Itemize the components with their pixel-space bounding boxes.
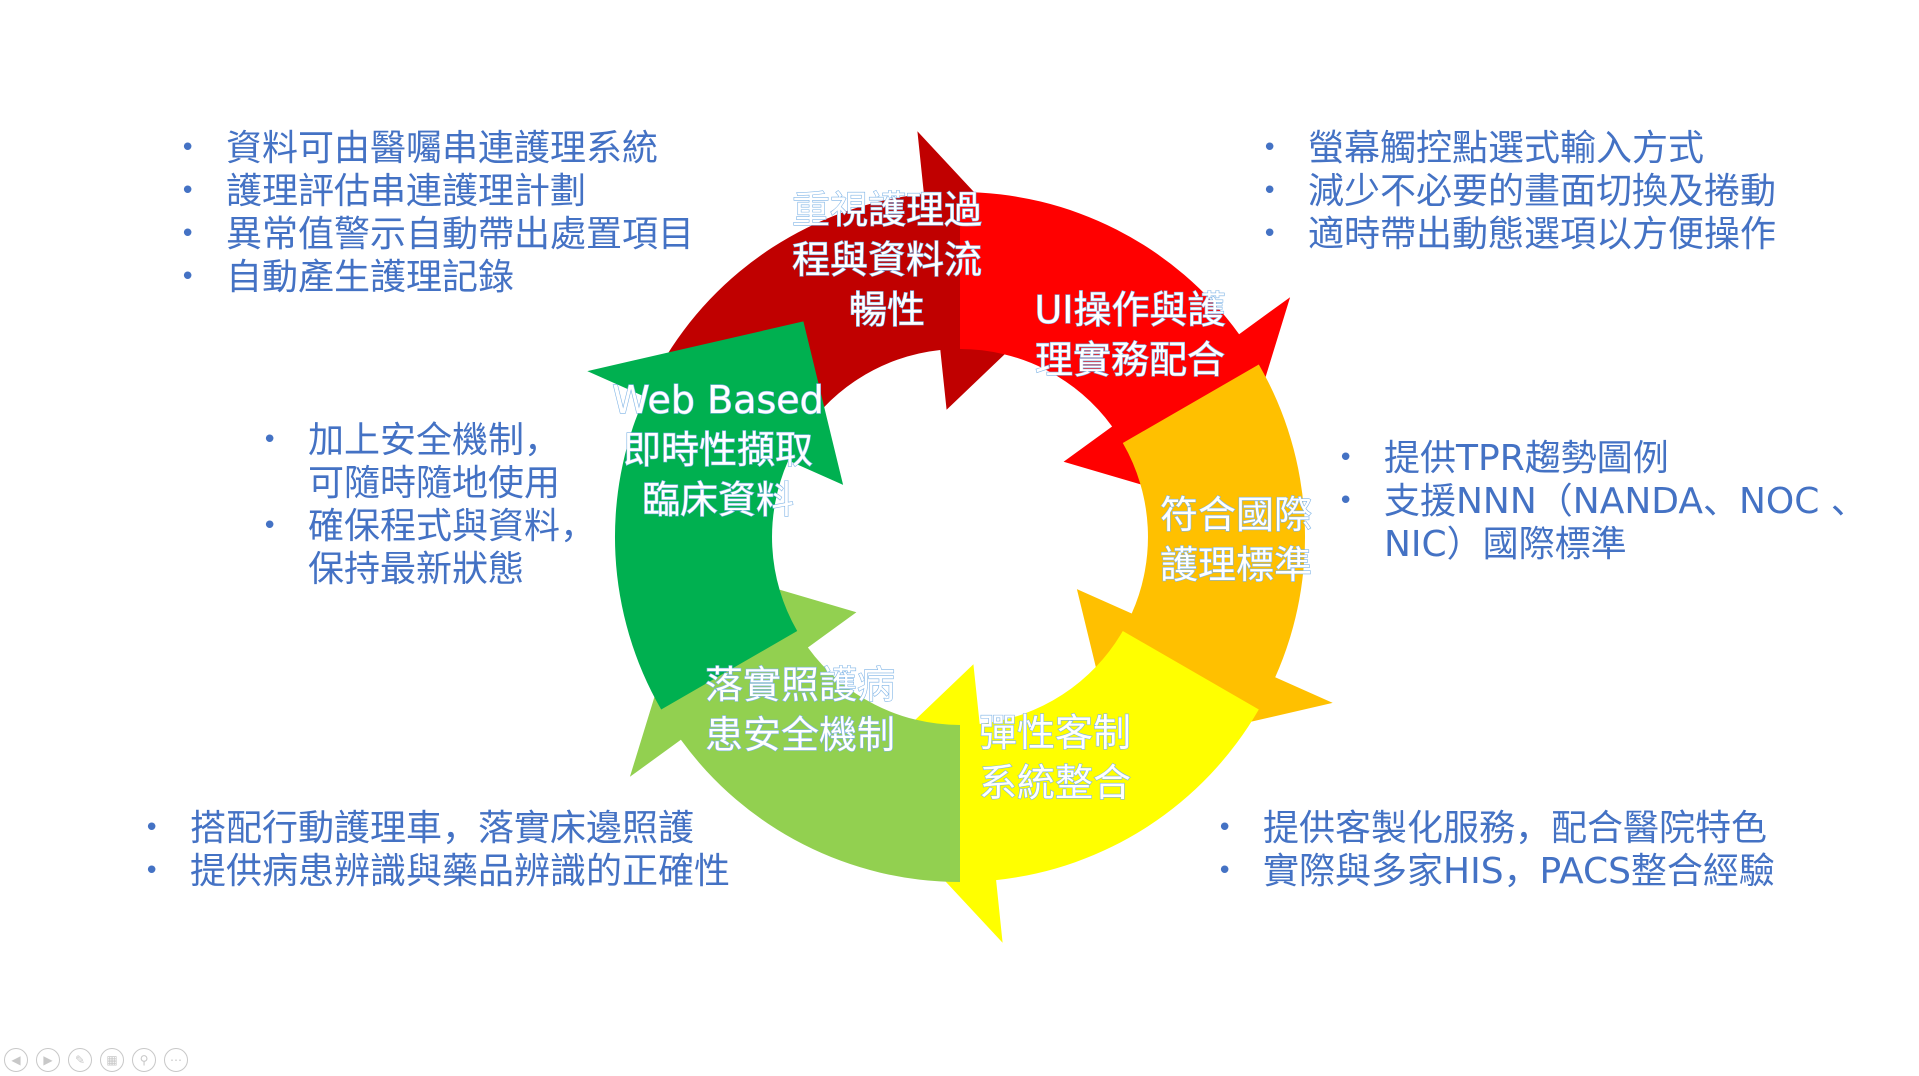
- bullet-dot-icon: •: [180, 262, 196, 292]
- segment-label: UI操作與護理實務配合: [1034, 288, 1225, 382]
- bullet-list-bottom-left: • 搭配行動護理車，落實床邊照護 • 提供病患辨識與藥品辨識的正確性: [144, 807, 730, 893]
- bullet-text: 螢幕觸控點選式輸入方式: [1308, 128, 1705, 169]
- segment-label: 符合國際護理標準: [1160, 493, 1312, 587]
- bullet-list-mid-right: • 提供TPR趨勢圖例 • 支援NNN（NANDA、NOC 、 NIC）國際標準: [1338, 437, 1867, 566]
- bullet-text: 實際與多家HIS，PACS整合經驗: [1263, 851, 1775, 892]
- bullet-text: 支援NNN（NANDA、NOC 、 NIC）國際標準: [1384, 481, 1867, 565]
- bullet-dot-icon: •: [1338, 486, 1354, 516]
- bullet-dot-icon: •: [144, 856, 160, 886]
- bullet-dot-icon: •: [1262, 176, 1278, 206]
- bullet-item: • 異常值警示自動帶出處置項目: [180, 213, 694, 256]
- arrow-segment-web-based: [587, 321, 844, 710]
- cycle-arrows: [587, 131, 1333, 943]
- bullet-list-top-left: • 資料可由醫囑串連護理系統 • 護理評估串連護理計劃 • 異常值警示自動帶出處置項目 • 自…: [180, 127, 694, 299]
- bullet-item: • 減少不必要的畫面切換及捲動: [1262, 170, 1776, 213]
- bullet-item: • 提供TPR趨勢圖例: [1338, 437, 1867, 480]
- bullet-item: • 護理評估串連護理計劃: [180, 170, 694, 213]
- segment-label-line: 臨床資料: [642, 478, 794, 522]
- segment-label-line: 彈性客制: [979, 711, 1131, 755]
- next-slide-button[interactable]: ▶: [36, 1048, 60, 1072]
- bullet-dot-icon: •: [1217, 856, 1233, 886]
- bullet-text: 適時帶出動態選項以方便操作: [1308, 214, 1777, 255]
- segment-label-line: 患安全機制: [705, 713, 895, 757]
- slideshow-toolbar: ◀ ▶ ✎ ▦ ⚲ ⋯: [4, 1048, 188, 1074]
- bullet-text: 自動產生護理記錄: [226, 257, 515, 298]
- segment-label-line: 落實照護病: [705, 663, 895, 707]
- segment-label-line: UI操作與護: [1034, 288, 1225, 332]
- slides-grid-button[interactable]: ▦: [100, 1048, 124, 1072]
- zoom-button[interactable]: ⚲: [132, 1048, 156, 1072]
- segment-label-line: 理實務配合: [1035, 338, 1225, 382]
- bullet-text: 提供TPR趨勢圖例: [1384, 438, 1669, 479]
- bullet-dot-icon: •: [1338, 443, 1354, 473]
- bullet-item: • 資料可由醫囑串連護理系統: [180, 127, 694, 170]
- segment-label-line: 即時性擷取: [623, 428, 813, 472]
- bullet-list-top-right: • 螢幕觸控點選式輸入方式 • 減少不必要的畫面切換及捲動 • 適時帶出動態選項以方便操作: [1262, 127, 1776, 256]
- bullet-text: 護理評估串連護理計劃: [226, 171, 587, 212]
- bullet-dot-icon: •: [262, 511, 278, 541]
- bullet-item: • 確保程式與資料， 保持最新狀態: [262, 505, 596, 591]
- segment-label-line: 符合國際: [1160, 493, 1312, 537]
- bullet-dot-icon: •: [1262, 219, 1278, 249]
- bullet-item: • 自動產生護理記錄: [180, 256, 694, 299]
- bullet-dot-icon: •: [144, 813, 160, 843]
- bullet-item: • 提供病患辨識與藥品辨識的正確性: [144, 850, 730, 893]
- segment-label: 彈性客制系統整合: [979, 711, 1131, 805]
- bullet-item: • 適時帶出動態選項以方便操作: [1262, 213, 1776, 256]
- previous-slide-button[interactable]: ◀: [4, 1048, 28, 1072]
- bullet-item: • 螢幕觸控點選式輸入方式: [1262, 127, 1776, 170]
- bullet-text: 異常值警示自動帶出處置項目: [226, 214, 695, 255]
- bullet-text: 資料可由醫囑串連護理系統: [226, 128, 659, 169]
- bullet-text: 加上安全機制， 可隨時隨地使用: [308, 420, 561, 504]
- segment-label-line: 護理標準: [1160, 543, 1312, 587]
- bullet-text: 提供客製化服務，配合醫院特色: [1263, 808, 1768, 849]
- bullet-item: • 提供客製化服務，配合醫院特色: [1217, 807, 1775, 850]
- bullet-item: • 支援NNN（NANDA、NOC 、 NIC）國際標準: [1338, 480, 1867, 566]
- segment-label-line: 重視護理過: [792, 188, 982, 232]
- segment-label-line: Web Based: [612, 378, 824, 422]
- bullet-dot-icon: •: [262, 425, 278, 455]
- pen-tool-button[interactable]: ✎: [68, 1048, 92, 1072]
- bullet-list-mid-left: • 加上安全機制， 可隨時隨地使用 • 確保程式與資料， 保持最新狀態: [262, 419, 596, 591]
- bullet-list-bottom-right: • 提供客製化服務，配合醫院特色 • 實際與多家HIS，PACS整合經驗: [1217, 807, 1775, 893]
- bullet-dot-icon: •: [1262, 133, 1278, 163]
- segment-label: Web Based 即時性擷取臨床資料: [612, 378, 824, 522]
- segment-label-line: 程與資料流: [792, 238, 982, 282]
- segment-label-line: 系統整合: [979, 761, 1131, 805]
- segment-label: 重視護理過程與資料流暢性: [792, 188, 982, 332]
- bullet-item: • 加上安全機制， 可隨時隨地使用: [262, 419, 596, 505]
- bullet-text: 提供病患辨識與藥品辨識的正確性: [190, 851, 731, 892]
- bullet-dot-icon: •: [1217, 813, 1233, 843]
- segment-label: 落實照護病患安全機制: [705, 663, 895, 757]
- bullet-dot-icon: •: [180, 219, 196, 249]
- bullet-item: • 搭配行動護理車，落實床邊照護: [144, 807, 730, 850]
- bullet-dot-icon: •: [180, 133, 196, 163]
- bullet-text: 搭配行動護理車，落實床邊照護: [190, 808, 695, 849]
- segment-label-line: 暢性: [849, 288, 925, 332]
- bullet-text: 確保程式與資料， 保持最新狀態: [308, 506, 597, 590]
- more-options-button[interactable]: ⋯: [164, 1048, 188, 1072]
- bullet-text: 減少不必要的畫面切換及捲動: [1308, 171, 1777, 212]
- bullet-dot-icon: •: [180, 176, 196, 206]
- bullet-item: • 實際與多家HIS，PACS整合經驗: [1217, 850, 1775, 893]
